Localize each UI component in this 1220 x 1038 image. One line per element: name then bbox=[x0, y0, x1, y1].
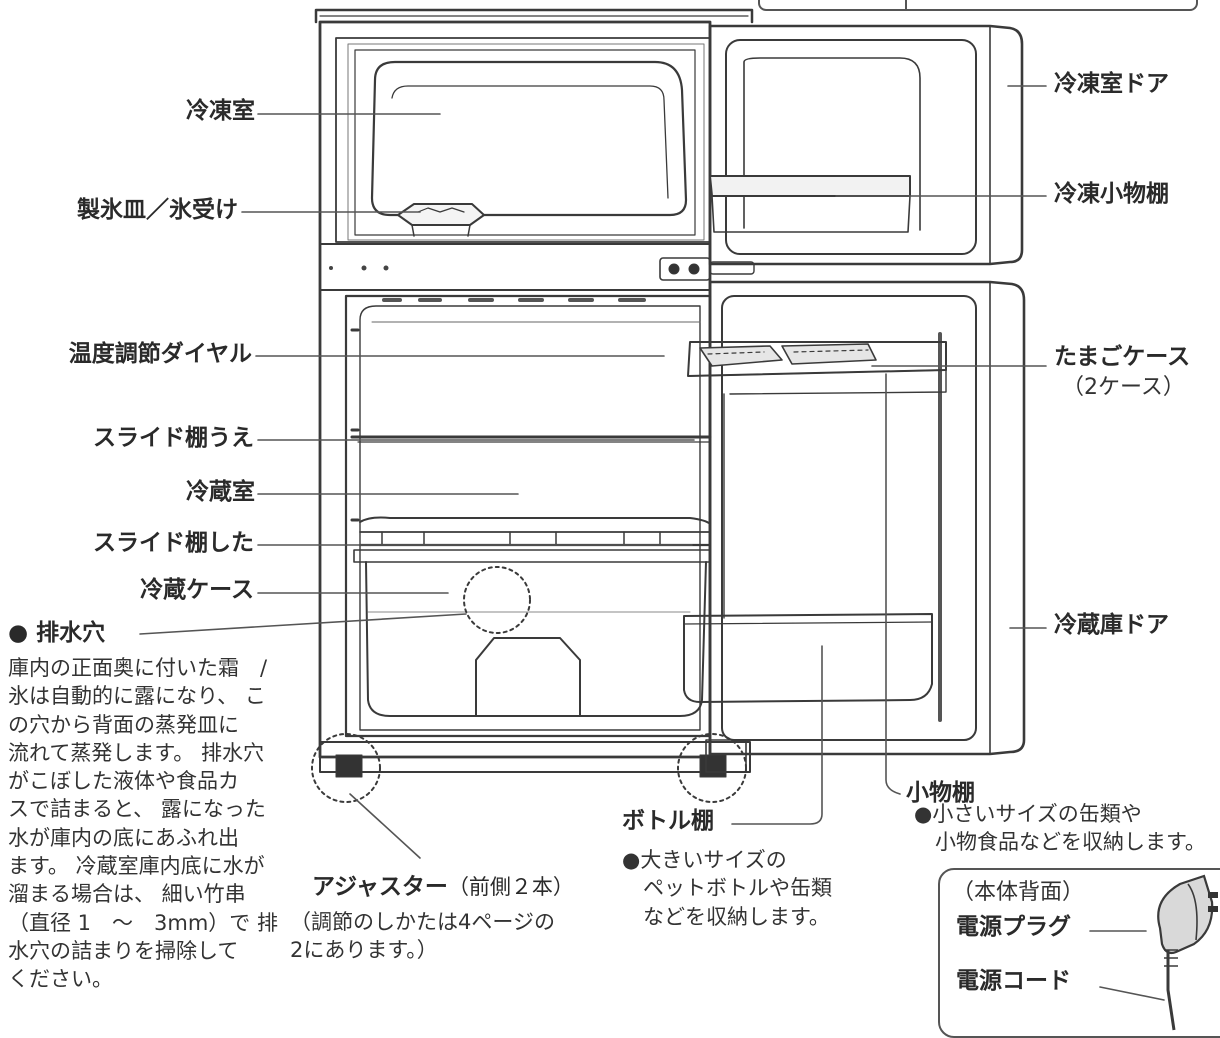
drain-hole-highlight bbox=[464, 567, 530, 633]
small-shelf-note-line: 小物食品などを収納します。 bbox=[914, 828, 1206, 856]
label-freezer-door: 冷凍室ドア bbox=[1054, 71, 1169, 99]
label-temp-dial: 温度調節ダイヤル bbox=[0, 341, 252, 369]
adjuster-count: （前側２本） bbox=[448, 875, 574, 899]
drain-note-line: スで詰まると、 露になった bbox=[8, 795, 278, 823]
drain-note-line: ください。 bbox=[8, 965, 278, 993]
label-back-view: （本体背面） bbox=[952, 880, 1084, 906]
fridge-liner bbox=[346, 296, 710, 736]
adjuster-note: （調節のしかたは4ページの 2にあります。） bbox=[290, 908, 555, 965]
drain-note-line: 溜まる場合は、 細い竹串 bbox=[8, 880, 278, 908]
small-shelf-note-line: ●小さいサイズの缶類や bbox=[914, 800, 1206, 828]
drain-note-line: 庫内の正面奥に付いた霜 / bbox=[8, 654, 278, 682]
header-table-divider bbox=[905, 0, 907, 10]
bottle-shelf-note: ●大きいサイズの ペットボトルや缶類 などを収納します。 bbox=[622, 846, 832, 931]
drain-note-line: 水穴の詰まりを掃除して bbox=[8, 937, 278, 965]
drain-note-line: の穴から背面の蒸発皿に bbox=[8, 711, 278, 739]
label-drain-hole: ● 排水穴 bbox=[8, 620, 105, 648]
label-fridge-door: 冷蔵庫ドア bbox=[1054, 612, 1169, 640]
drain-note-line: がこぼした液体や食品カ bbox=[8, 767, 278, 795]
adjuster-title: アジャスター bbox=[312, 874, 448, 900]
label-adjuster: アジャスター（前側２本） bbox=[312, 874, 574, 902]
header-table-frame bbox=[758, 0, 1198, 11]
ice-tray-shape bbox=[398, 204, 484, 225]
drain-note-line: 流れて蒸発します。 排水穴 bbox=[8, 739, 278, 767]
drain-note-line: （直径 1 ～ 3mm）で 排 bbox=[8, 909, 278, 937]
freezer-liner bbox=[372, 62, 686, 215]
bottle-shelf-note-line: ペットボトルや缶類 bbox=[622, 874, 832, 902]
adjuster-note-line: 2にあります。） bbox=[290, 936, 555, 964]
drain-hole-note: 庫内の正面奥に付いた霜 / 氷は自動的に露になり、 こ の穴から背面の蒸発皿に … bbox=[8, 654, 278, 994]
drain-note-line: ます。 冷蔵室庫内底に水が bbox=[8, 852, 278, 880]
label-slide-shelf-lower: スライド棚した bbox=[0, 530, 254, 558]
label-freezer: 冷凍室 bbox=[120, 98, 255, 126]
label-power-plug: 電源プラグ bbox=[956, 914, 1071, 942]
small-shelf-note: ●小さいサイズの缶類や 小物食品などを収納します。 bbox=[914, 800, 1206, 857]
label-egg-case-note: （2ケース） bbox=[1062, 375, 1185, 401]
label-freezer-small-shelf: 冷凍小物棚 bbox=[1054, 181, 1169, 209]
adjuster-note-line: （調節のしかたは4ページの bbox=[290, 908, 555, 936]
label-slide-shelf-upper: スライド棚うえ bbox=[0, 425, 254, 453]
drain-note-line: 氷は自動的に露になり、 こ bbox=[8, 682, 278, 710]
label-egg-case: たまごケース bbox=[1054, 344, 1190, 372]
label-fridge-compartment: 冷蔵室 bbox=[120, 479, 255, 507]
label-fridge-case: 冷蔵ケース bbox=[60, 577, 254, 605]
bottle-shelf-note-line: ●大きいサイズの bbox=[622, 846, 832, 874]
label-bottle-shelf: ボトル棚 bbox=[622, 808, 714, 836]
cabinet-outline bbox=[320, 22, 710, 757]
bottle-shelf-note-line: などを収納します。 bbox=[622, 903, 832, 931]
label-ice-tray: 製氷皿／氷受け bbox=[0, 197, 238, 225]
drain-note-line: 水が庫内の底にあふれ出 bbox=[8, 824, 278, 852]
label-power-cord: 電源コード bbox=[956, 968, 1071, 996]
